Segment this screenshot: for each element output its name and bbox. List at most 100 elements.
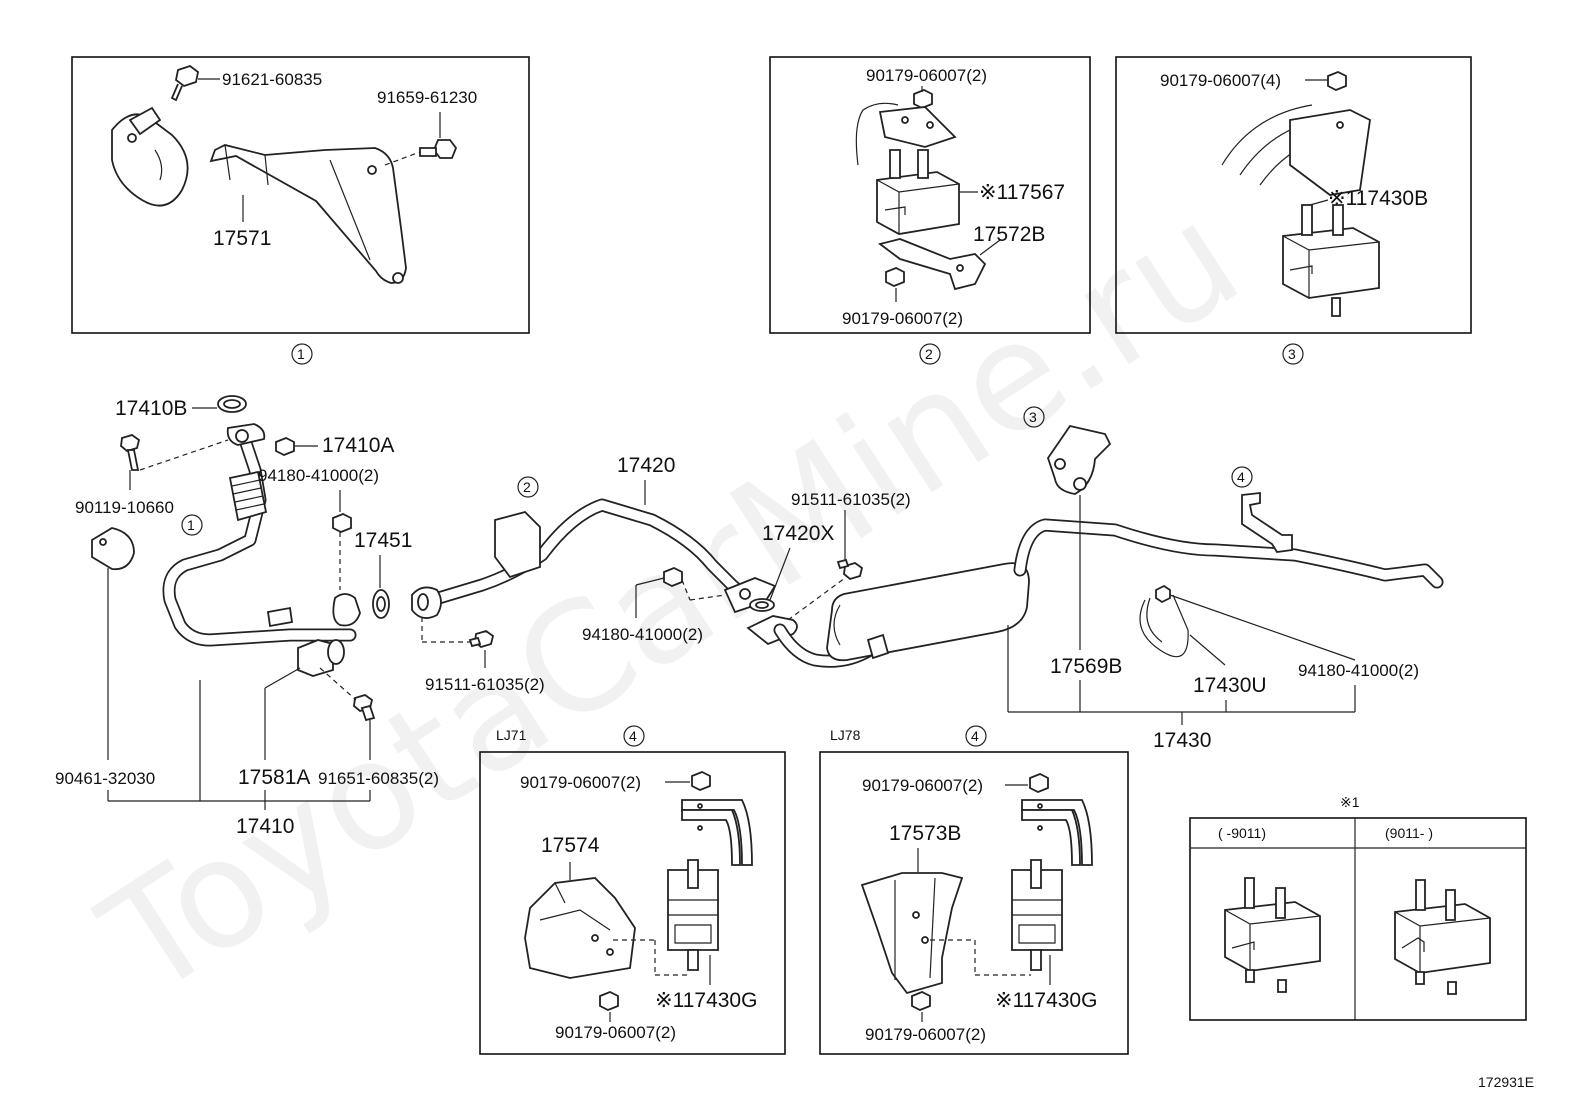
muffler-icon [746, 518, 1444, 668]
nut-icon [599, 991, 619, 1011]
gasket-icon [372, 589, 390, 619]
box-4-lj71-frame [479, 751, 786, 1055]
front-pipe-icon [162, 423, 361, 647]
box-3: 90179-06007(4) ※117430B [1115, 56, 1472, 334]
nut-icon [663, 567, 683, 587]
callout-circle [1023, 406, 1045, 428]
part-number-label: 17572B [973, 223, 1045, 246]
note-box: ※1 ( -9011) (9011- ) [1189, 794, 1527, 1021]
part-number-label: 94180-41000(2) [582, 625, 703, 644]
note-box-frame [1189, 817, 1527, 1021]
callout-number: 4 [1237, 469, 1245, 485]
part-number-label: 90179-06007(2) [555, 1023, 676, 1042]
callout-circle [517, 476, 539, 498]
nut-icon [332, 513, 352, 533]
mount-bracket-icon [860, 872, 964, 995]
callout-number: 2 [925, 346, 933, 362]
part-number-label: 90179-06007(2) [866, 66, 987, 85]
bracket-17571-icon [209, 144, 407, 284]
hanger-icon [297, 639, 345, 677]
nut-icon [913, 89, 933, 109]
nut-icon [1029, 773, 1049, 793]
mount-bracket-icon [524, 877, 636, 979]
bolt-icon [353, 694, 376, 722]
rubber-mount-icon [667, 859, 719, 971]
bolt-icon [419, 139, 458, 159]
callout-circle [623, 725, 645, 747]
note-title: ※1 [1340, 794, 1360, 810]
part-number-label: 90179-06007(2) [862, 776, 983, 795]
part-number-label: 91621-60835 [222, 70, 322, 89]
model-label: LJ71 [496, 727, 527, 743]
part-number-label: 17430 [1153, 729, 1211, 752]
part-number-label: 17569B [1050, 655, 1122, 678]
box-1: 91621-60835 17571 91659-61230 [71, 56, 530, 334]
part-number-label: 17573B [889, 822, 961, 845]
part-number-label: 90179-06007(2) [865, 1025, 986, 1044]
callout-number: 1 [297, 346, 305, 362]
note-col-header: (9011- ) [1385, 825, 1433, 841]
bolt-icon [170, 64, 199, 102]
gasket-icon [217, 395, 247, 413]
box-2-frame [769, 56, 1091, 334]
part-number-label: 17581A [238, 766, 310, 789]
callout-circle [919, 343, 941, 365]
part-number-label: 17420X [762, 522, 834, 545]
part-number-label: ※117567 [979, 181, 1065, 204]
part-number-label: 94180-41000(2) [258, 466, 379, 485]
part-number-label: 91659-61230 [377, 88, 477, 107]
hanger-bracket-icon [1241, 491, 1293, 553]
callout-number: 1 [187, 517, 195, 533]
part-number-label: 90179-06007(2) [520, 773, 641, 792]
rubber-mount-icon [876, 149, 960, 235]
callout-circle [965, 725, 987, 747]
main-assembly: 17410B 17410A 90119-10660 1 94180-41000(… [55, 395, 1444, 838]
clamp-icon [91, 527, 135, 571]
lower-bracket-icon [877, 238, 987, 291]
box-2: 90179-06007(2) ※117567 17572B 90179-0600… [769, 56, 1091, 334]
nut-icon [1327, 71, 1347, 91]
nut-icon [911, 991, 931, 1011]
box-4-lj71: LJ71 4 90179-06007(2) 17574 [479, 725, 786, 1055]
clamp-icon [111, 106, 189, 207]
callout-circle [291, 343, 313, 365]
part-number-label: 17410 [236, 815, 294, 838]
part-number-label: 17574 [541, 834, 600, 857]
callout-number: 2 [523, 479, 531, 495]
part-number-label: 90179-06007(2) [842, 309, 963, 328]
box-3-frame [1115, 56, 1472, 334]
box-4-lj78-frame [819, 751, 1129, 1055]
nut-icon [691, 771, 711, 791]
rubber-mount-icon [1224, 877, 1321, 993]
part-number-label: 90179-06007(4) [1160, 71, 1281, 90]
part-number-label: 90119-10660 [75, 498, 174, 517]
model-label: LJ78 [830, 727, 861, 743]
rubber-hanger-icon [1139, 584, 1189, 658]
rubber-mount-icon [1394, 879, 1491, 995]
frame-bracket-icon [681, 799, 753, 866]
part-number-label: 91511-61035(2) [791, 490, 911, 509]
frame-bracket-icon [1021, 799, 1093, 866]
box-4-lj78: LJ78 4 90179-06007(2) 17573B [819, 725, 1129, 1055]
callout-number: 4 [629, 728, 637, 744]
callout-circle [1282, 343, 1304, 365]
part-number-label: 17410A [322, 434, 394, 457]
gasket-icon [749, 598, 775, 612]
part-number-label: 94180-41000(2) [1298, 661, 1419, 680]
diagram-id: 172931E [1478, 1074, 1534, 1090]
part-number-label: ※117430G [995, 989, 1097, 1012]
part-number-label: 90461-32030 [55, 769, 155, 788]
part-number-label: 17410B [115, 397, 187, 420]
bracket-icon [1221, 104, 1371, 196]
rubber-mount-icon [1011, 859, 1063, 971]
bolt-icon [836, 558, 864, 581]
bolt-icon [120, 434, 141, 471]
part-number-label: ※117430B [1328, 187, 1428, 210]
callout-circle [181, 514, 203, 536]
nut-icon [275, 437, 295, 456]
box-1-frame [71, 56, 530, 334]
rubber-mount-icon [1282, 204, 1380, 317]
nut-icon [885, 267, 905, 287]
bracket-icon [855, 102, 957, 166]
